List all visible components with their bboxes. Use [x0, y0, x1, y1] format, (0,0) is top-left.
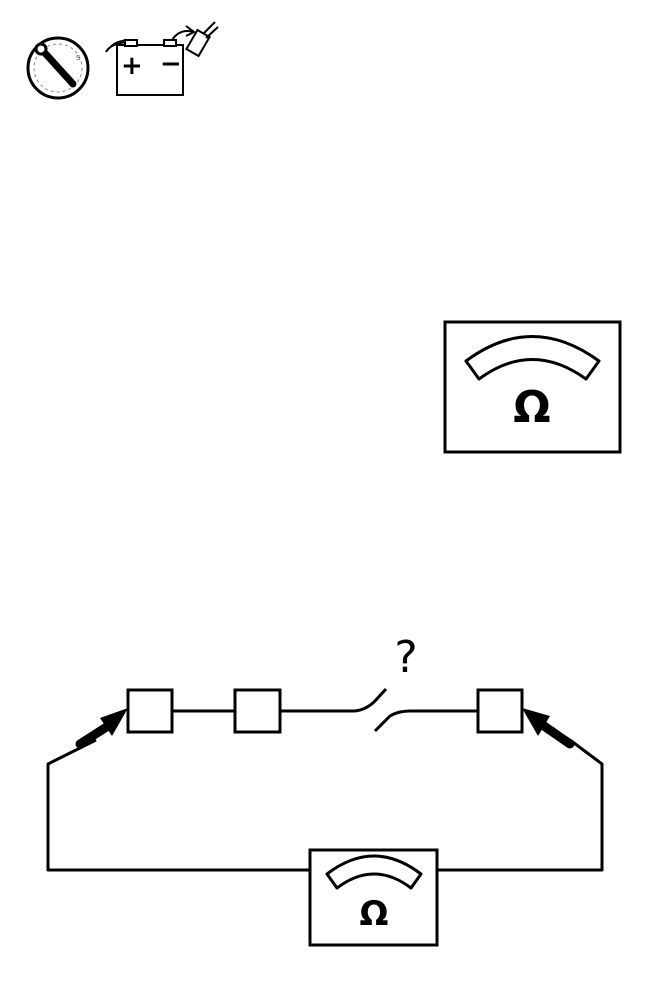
svg-text:S: S — [76, 54, 81, 62]
circuit: ? Ω — [46, 632, 604, 947]
unknown-switch-mark: ? — [394, 632, 417, 683]
component-box-1 — [126, 688, 174, 734]
component-box-3 — [476, 688, 524, 734]
ohm-symbol-small: Ω — [360, 894, 389, 934]
battery-minus-label: − — [160, 49, 182, 79]
ohmmeter-large: Ω — [443, 320, 622, 454]
ignition-key-off-icon: S — [26, 36, 90, 100]
probe-left — [75, 708, 128, 749]
meter-scale-arc — [464, 335, 601, 381]
component-box-2 — [233, 688, 282, 734]
ohmmeter-small: Ω — [308, 848, 439, 947]
battery-disconnect-icon: + − — [105, 21, 219, 96]
probe-right — [522, 708, 575, 749]
battery-plus-label: + — [121, 51, 143, 81]
test-lead-right — [437, 738, 604, 872]
test-lead-left — [46, 738, 310, 872]
ohm-symbol-large: Ω — [513, 382, 550, 433]
